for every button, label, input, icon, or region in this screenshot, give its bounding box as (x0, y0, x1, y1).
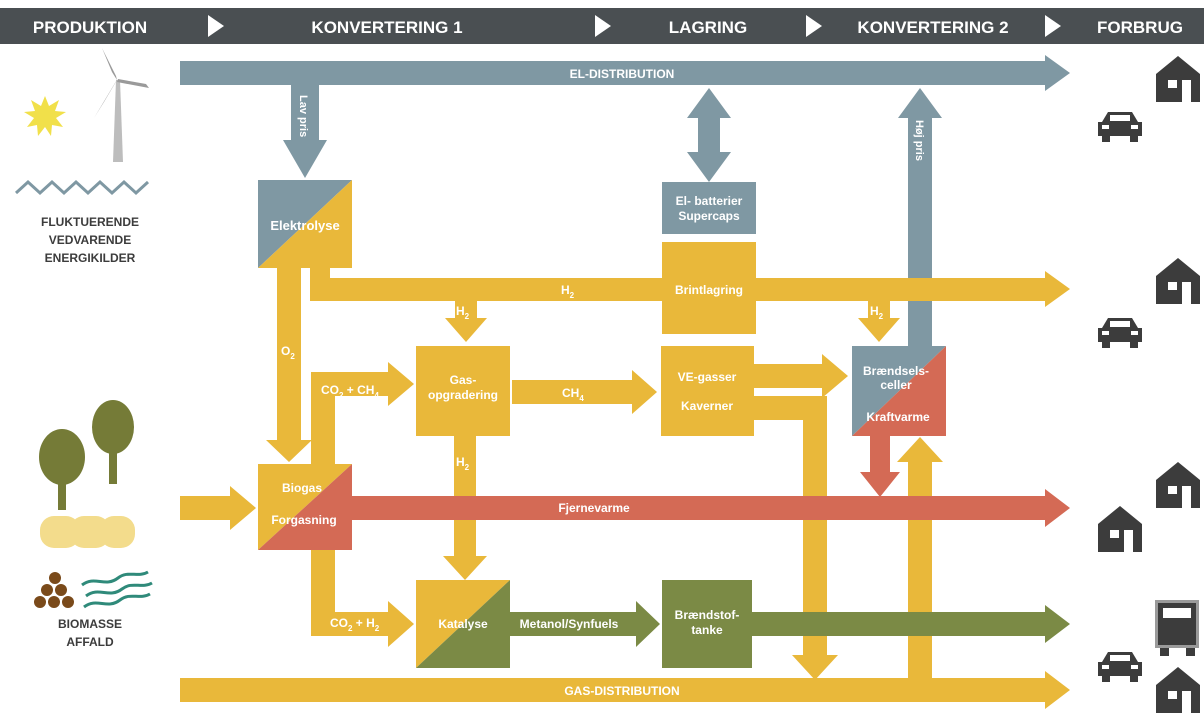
gas-distribution-arrow (180, 671, 1070, 709)
co2-h2-label: CO2 + H2 (330, 616, 380, 633)
vegasser-down-arrow (754, 396, 838, 680)
stage-konvertering-1: KONVERTERING 1 (311, 18, 462, 37)
h2-katalyse-label: H2 (456, 455, 470, 472)
gas-to-kraftvarme-arrow (897, 437, 943, 680)
co2-h2-arrow (311, 550, 414, 647)
braendselsceller-box: Brændsels- celler Kraftvarme (852, 346, 946, 436)
tanke-label: tanke (691, 623, 723, 637)
braendstof-label: Brændstof- (675, 608, 740, 622)
el-batterier-box: El- batterier Supercaps (662, 182, 756, 234)
house-icon (1156, 56, 1200, 102)
gas-opgradering-box: Gas- opgradering (416, 346, 510, 436)
el-distribution-arrow (180, 55, 1070, 91)
biogas-label: Biogas (282, 481, 322, 495)
hoj-pris-label: Høj pris (913, 120, 925, 161)
el-distribution-label: EL-DISTRIBUTION (570, 67, 675, 81)
ch4-label: CH4 (562, 386, 584, 403)
car-icon (1098, 652, 1142, 682)
h2-drop-label: H2 (456, 304, 470, 321)
fluktuerende-label: FLUKTUERENDE (41, 215, 139, 229)
ve-gasser-label: VE-gasser (678, 370, 737, 384)
brintlagring-box: Brintlagring (662, 242, 756, 334)
stage-arrow-icon (595, 15, 611, 37)
straw-bale-icon (40, 516, 135, 548)
seaweed-icon (81, 570, 153, 609)
consumers (1098, 56, 1200, 713)
metanol-label: Metanol/Synfuels (520, 617, 619, 631)
o2-label: O2 (281, 344, 295, 361)
braendsels-label: Brændsels- (863, 364, 929, 378)
h2-drop-right-label: H2 (870, 304, 884, 321)
car-icon (1098, 318, 1142, 348)
tree-icon (39, 400, 134, 510)
house-icon (1156, 462, 1200, 508)
sun-icon (24, 96, 66, 136)
stage-konvertering-2: KONVERTERING 2 (857, 18, 1008, 37)
heat-flows (340, 436, 1070, 527)
kraftvarme-heat-arrow (860, 436, 900, 497)
kaverner-label: Kaverner (681, 399, 733, 413)
fuel-output-arrow (752, 605, 1070, 643)
co2-ch4-arrow (311, 362, 414, 464)
wind-turbine-icon (94, 48, 149, 162)
energikilder-label: ENERGIKILDER (45, 251, 136, 265)
fjernevarme-label: Fjernevarme (558, 501, 630, 515)
h2-main-label: H2 (561, 283, 575, 300)
lav-pris-label: Lav pris (297, 95, 309, 137)
ch4-arrow (512, 370, 657, 414)
house-icon (1156, 667, 1200, 713)
opgradering-label: opgradering (428, 388, 498, 402)
gas-label: Gas- (450, 373, 477, 387)
stage-lagring: LAGRING (669, 18, 747, 37)
fjernevarme-arrow (340, 489, 1070, 527)
h2-to-gasopgradering-arrow (445, 300, 487, 342)
car-icon (1098, 112, 1142, 142)
battery-double-arrow (687, 88, 731, 182)
vedvarende-label: VEDVARENDE (49, 233, 131, 247)
affald-label: AFFALD (66, 635, 114, 649)
stage-arrow-icon (1045, 15, 1061, 37)
brintlagring-label: Brintlagring (675, 283, 743, 297)
stage-arrow-icon (208, 15, 224, 37)
stage-produktion: PRODUKTION (33, 18, 147, 37)
co2-ch4-label: CO2 + CH4 (321, 383, 379, 400)
renewable-sources: FLUKTUERENDE VEDVARENDE ENERGIKILDER (14, 48, 150, 265)
metanol-arrow (510, 601, 660, 647)
stage-arrow-icon (806, 15, 822, 37)
flow-labels: EL-DISTRIBUTION GAS-DISTRIBUTION Fjernev… (281, 67, 925, 698)
biogas-box: Biogas Forgasning (258, 464, 352, 550)
biomasse-label: BIOMASSE (58, 617, 122, 631)
stage-forbrug: FORBRUG (1097, 18, 1183, 37)
ve-gasser-box: VE-gasser Kaverner (661, 346, 754, 436)
biomass-input-arrow (180, 486, 256, 530)
wood-pellets-icon (34, 572, 74, 608)
o2-arrow (266, 268, 312, 462)
wave-icon (14, 179, 150, 196)
house-icon (1098, 506, 1142, 552)
kraftvarme-label: Kraftvarme (866, 410, 930, 424)
house-icon (1156, 258, 1200, 304)
celler-label: celler (880, 378, 912, 392)
h2-to-braendselsceller-arrow (858, 300, 900, 342)
braendstoftanke-box: Brændstof- tanke (662, 580, 752, 668)
process-boxes: Elektrolyse El- batterier Supercaps Brin… (258, 180, 946, 668)
katalyse-label: Katalyse (438, 617, 488, 631)
gas-distribution-label: GAS-DISTRIBUTION (564, 684, 679, 698)
truck-icon (1155, 600, 1199, 656)
elektrolyse-box: Elektrolyse (258, 180, 352, 268)
el-batterier-label: El- batterier (676, 194, 743, 208)
lav-pris-arrow (283, 85, 327, 178)
forgasning-label: Forgasning (271, 513, 336, 527)
header-bar: PRODUKTION KONVERTERING 1 LAGRING KONVER… (0, 8, 1204, 44)
supercaps-label: Supercaps (678, 209, 740, 223)
katalyse-box: Katalyse (416, 580, 510, 668)
biomass-sources: BIOMASSE AFFALD (34, 400, 153, 649)
vegasser-to-braendselsceller-arrow (754, 354, 848, 398)
elektrolyse-label: Elektrolyse (270, 218, 339, 233)
fuel-flows (510, 601, 1070, 647)
